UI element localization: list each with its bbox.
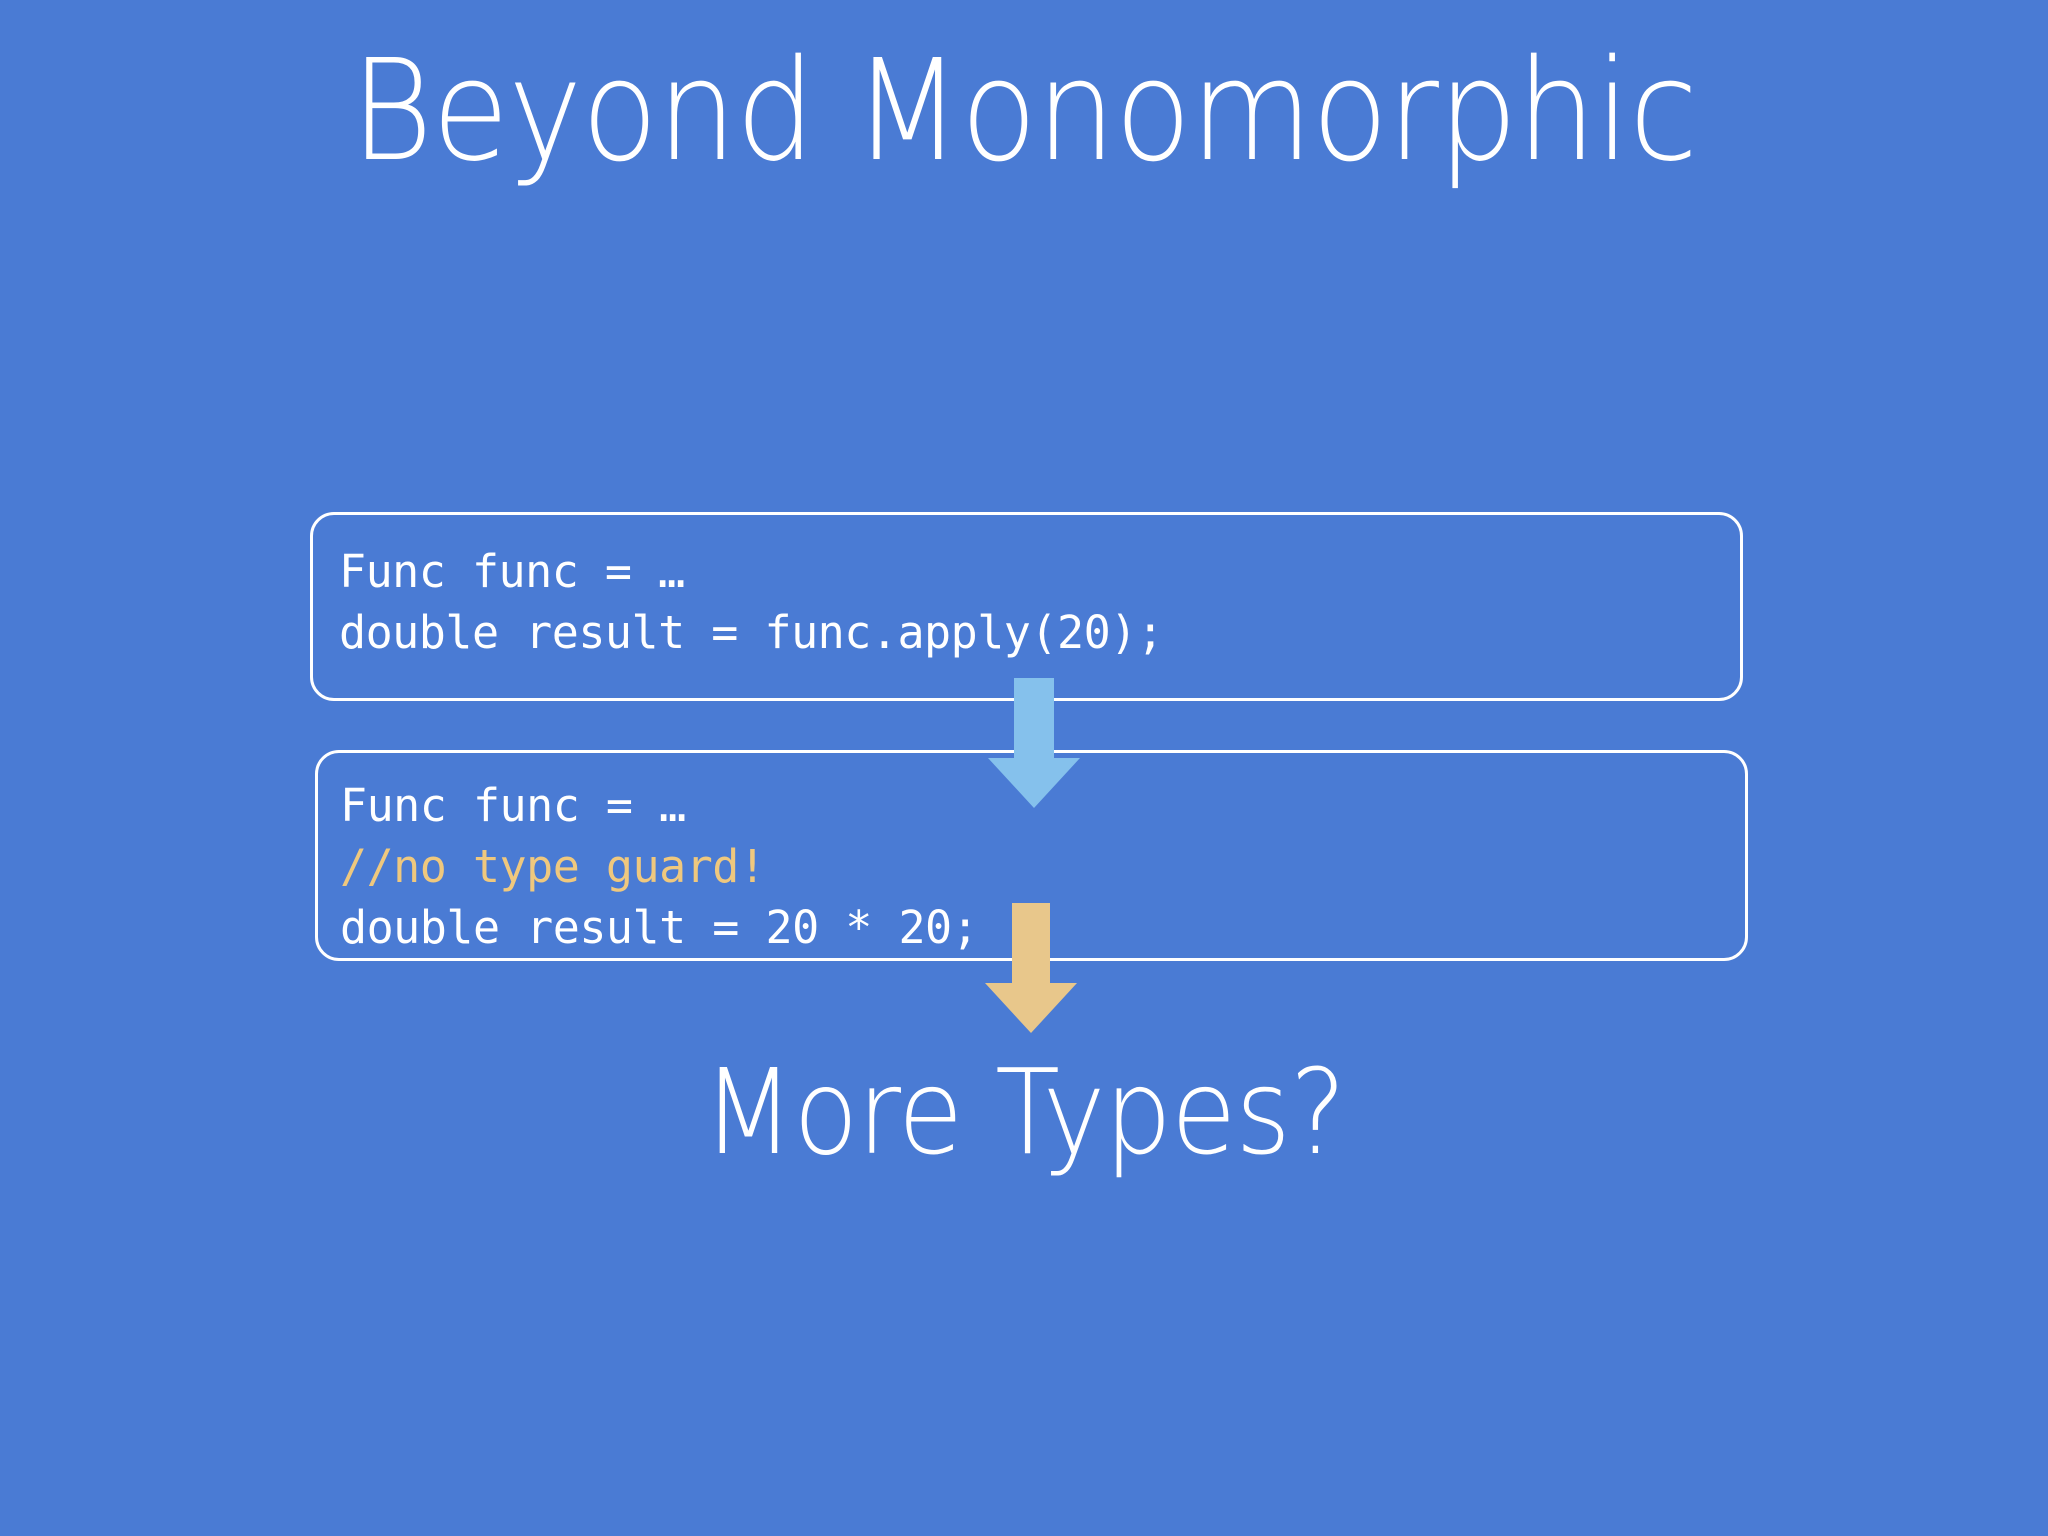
- code-block-original: Func func = … double result = func.apply…: [310, 512, 1743, 701]
- code-line: Func func = …: [340, 779, 686, 832]
- page-title: Beyond Monomorphic: [350, 30, 1698, 193]
- code-line: double result = func.apply(20);: [339, 606, 1164, 659]
- code-line-comment: //no type guard!: [340, 840, 766, 893]
- code-line: Func func = …: [339, 545, 685, 598]
- arrow-down-amber-icon: [985, 903, 1077, 1033]
- footer-heading: More Types?: [702, 1043, 1347, 1181]
- code-line: double result = 20 * 20;: [340, 901, 979, 954]
- arrow-down-blue-icon: [988, 678, 1080, 808]
- code-block-inlined: Func func = … //no type guard! double re…: [315, 750, 1748, 961]
